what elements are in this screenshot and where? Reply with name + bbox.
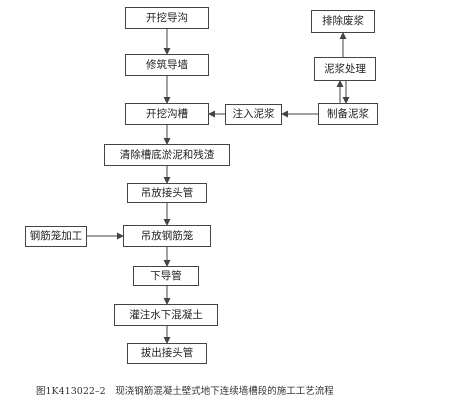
- figure-caption: 图1K413022–2 现浇钢筋混凝土壁式地下连续墙槽段的施工工艺流程: [36, 386, 334, 397]
- step-label: 拔出接头管: [140, 347, 194, 360]
- step-discharge-waste-slurry: 排除废浆: [311, 10, 375, 33]
- step-label: 开挖沟槽: [146, 107, 188, 120]
- step-label: 排除废浆: [322, 15, 364, 28]
- step-rebar-cage-fabrication: 钢筋笼加工: [25, 226, 87, 247]
- step-lower-rebar-cage: 吊放钢筋笼: [123, 225, 211, 247]
- step-inject-slurry: 注入泥浆: [225, 104, 282, 125]
- step-label: 下导管: [150, 269, 182, 282]
- step-label: 开挖导沟: [146, 11, 188, 24]
- step-lower-joint-pipe: 吊放接头管: [127, 183, 207, 203]
- step-clean-trench-bottom: 清除槽底淤泥和残渣: [104, 144, 230, 166]
- step-prepare-slurry: 制备泥浆: [318, 103, 378, 125]
- step-label: 灌注水下混凝土: [129, 308, 203, 321]
- step-label: 钢筋笼加工: [29, 230, 83, 243]
- step-label: 吊放接头管: [140, 186, 194, 199]
- step-dig-guide-trench: 开挖导沟: [125, 7, 209, 29]
- step-excavate-trench: 开挖沟槽: [125, 103, 209, 125]
- step-label: 修筑导墙: [146, 58, 188, 71]
- step-lower-tremie-pipe: 下导管: [133, 266, 199, 286]
- step-label: 制备泥浆: [327, 107, 369, 120]
- step-label: 清除槽底淤泥和残渣: [119, 148, 215, 161]
- step-slurry-treatment: 泥浆处理: [314, 57, 376, 81]
- step-label: 吊放钢筋笼: [140, 229, 194, 242]
- step-pour-underwater-concrete: 灌注水下混凝土: [114, 304, 218, 326]
- step-label: 泥浆处理: [324, 62, 366, 75]
- step-pull-out-joint-pipe: 拔出接头管: [127, 343, 207, 364]
- step-label: 注入泥浆: [232, 108, 275, 121]
- step-build-guide-wall: 修筑导墙: [125, 54, 209, 76]
